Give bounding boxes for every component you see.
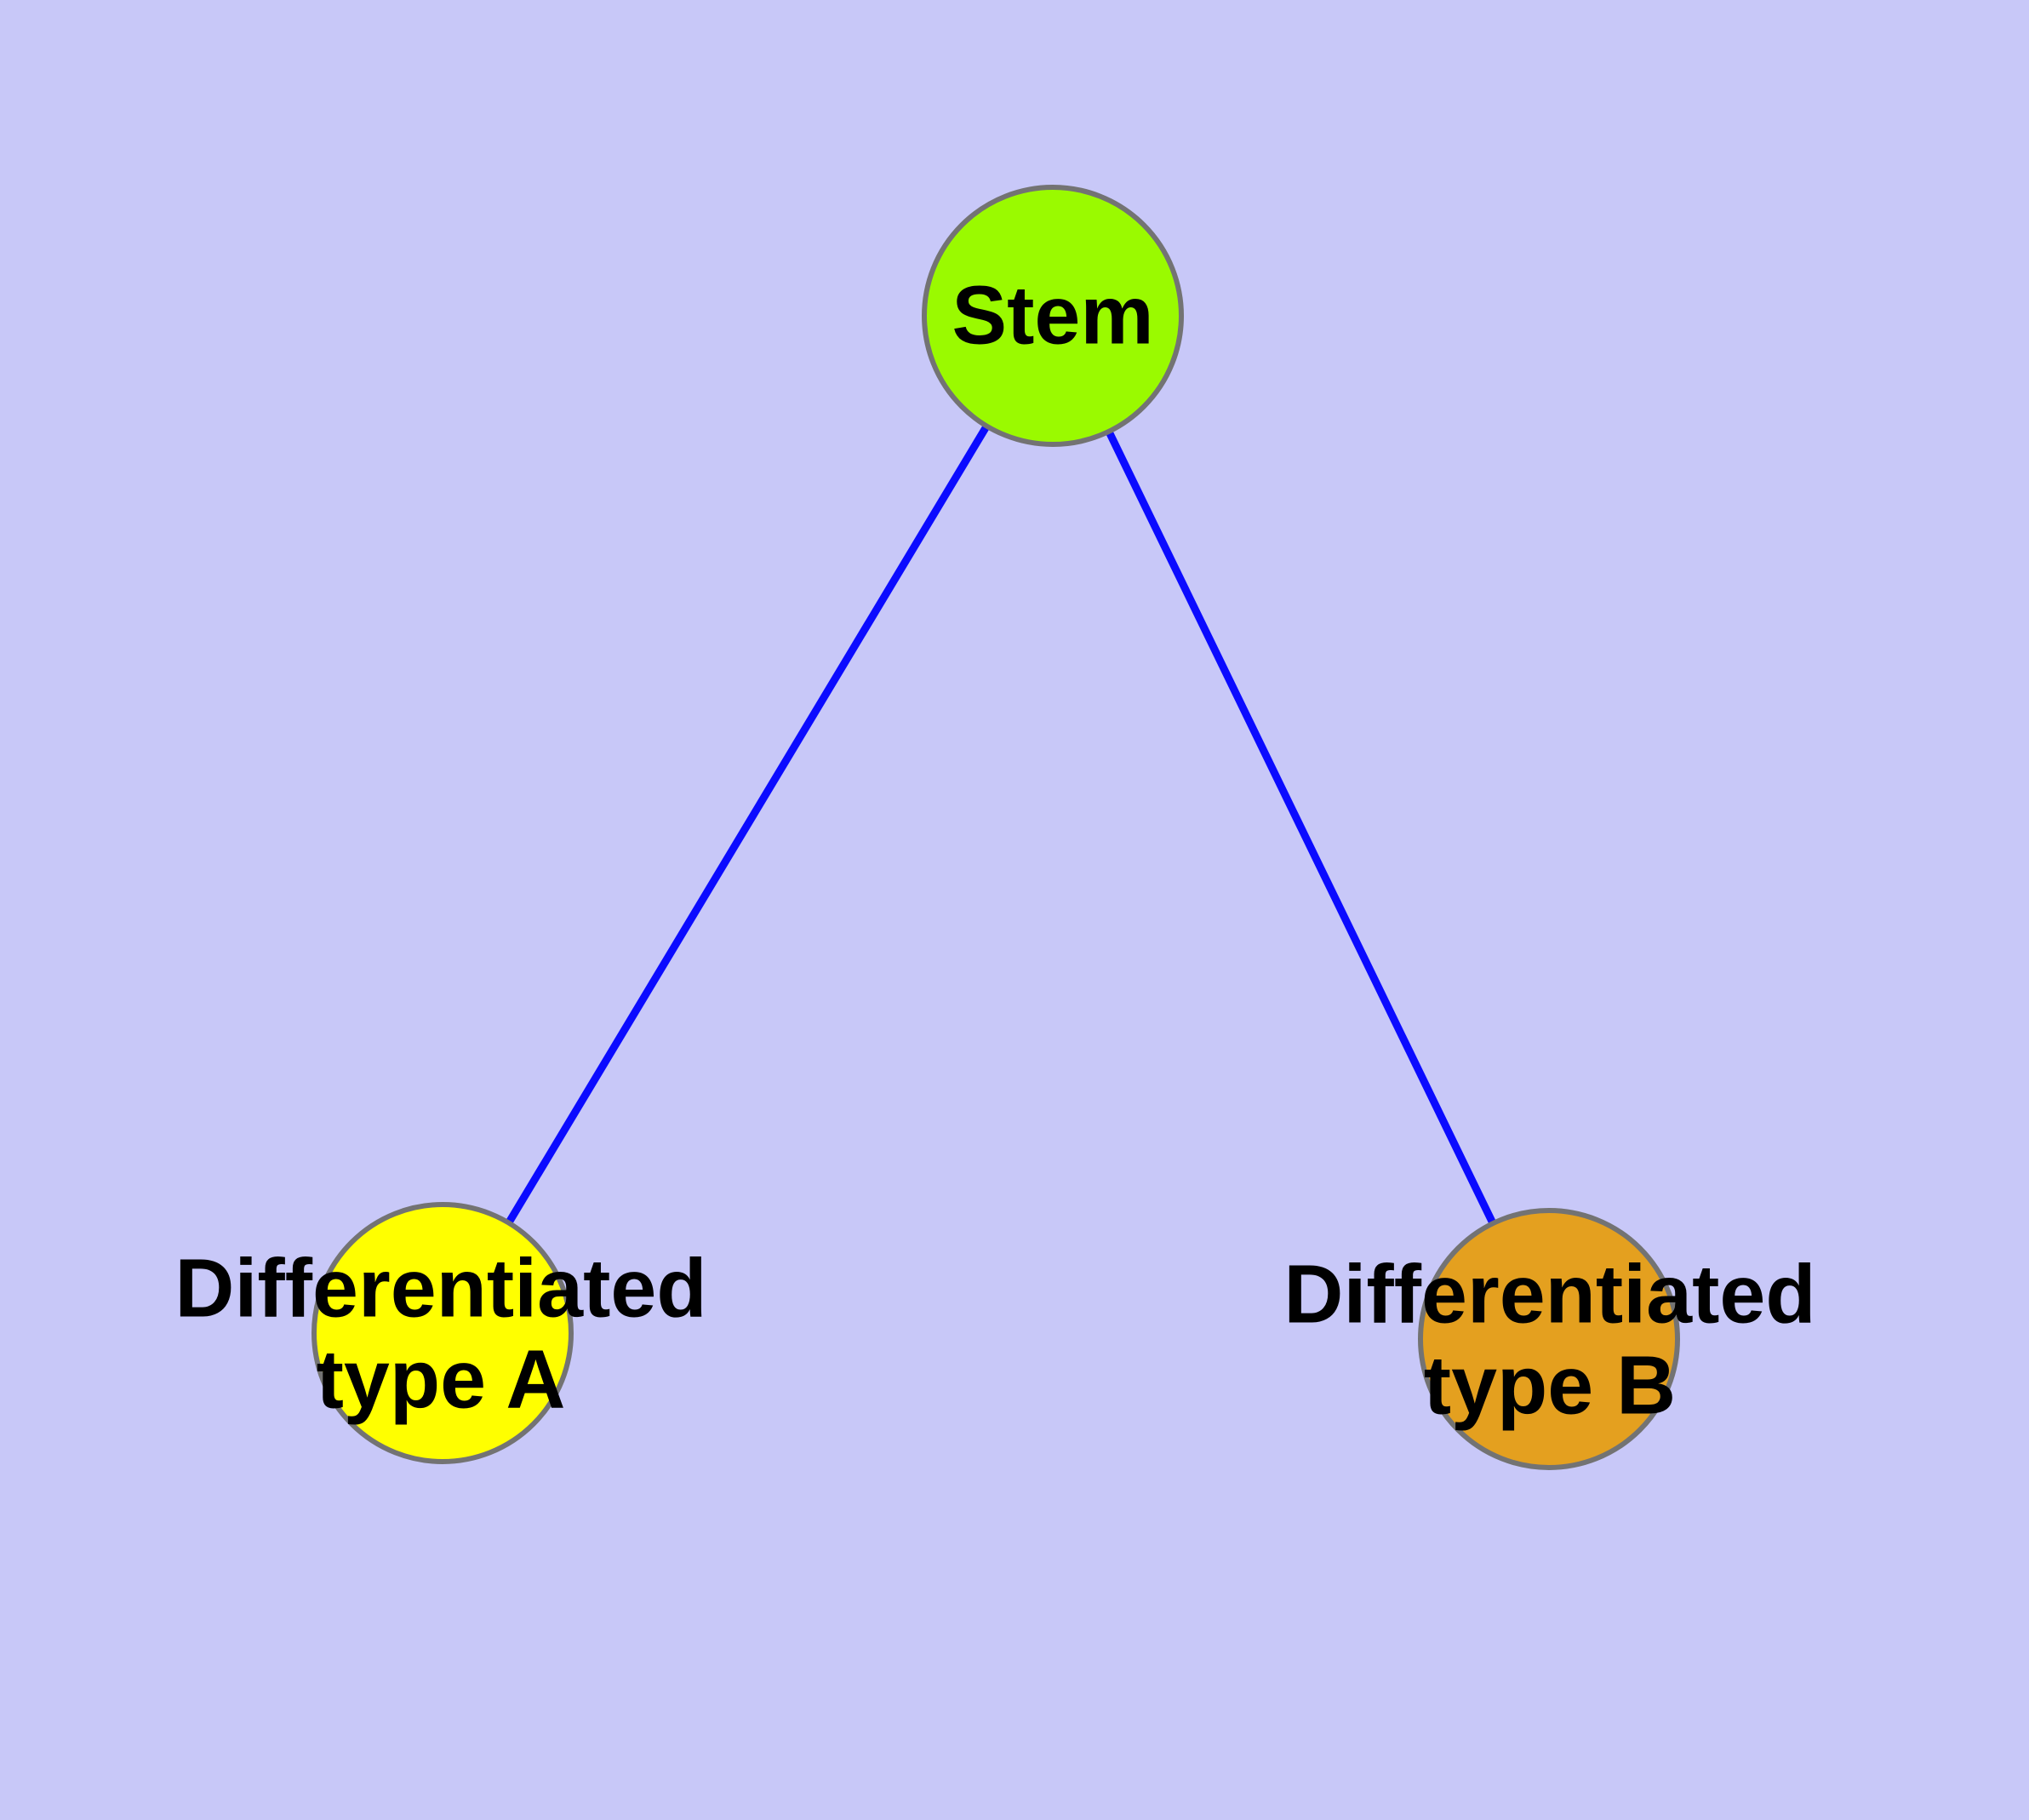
node-circle-stem	[922, 185, 1184, 447]
edge-stem-to-type-a	[439, 313, 1056, 1336]
node-circle-type-a	[311, 1202, 574, 1464]
node-circle-type-b	[1418, 1208, 1680, 1470]
edge-stem-to-type-b	[1049, 314, 1553, 1341]
